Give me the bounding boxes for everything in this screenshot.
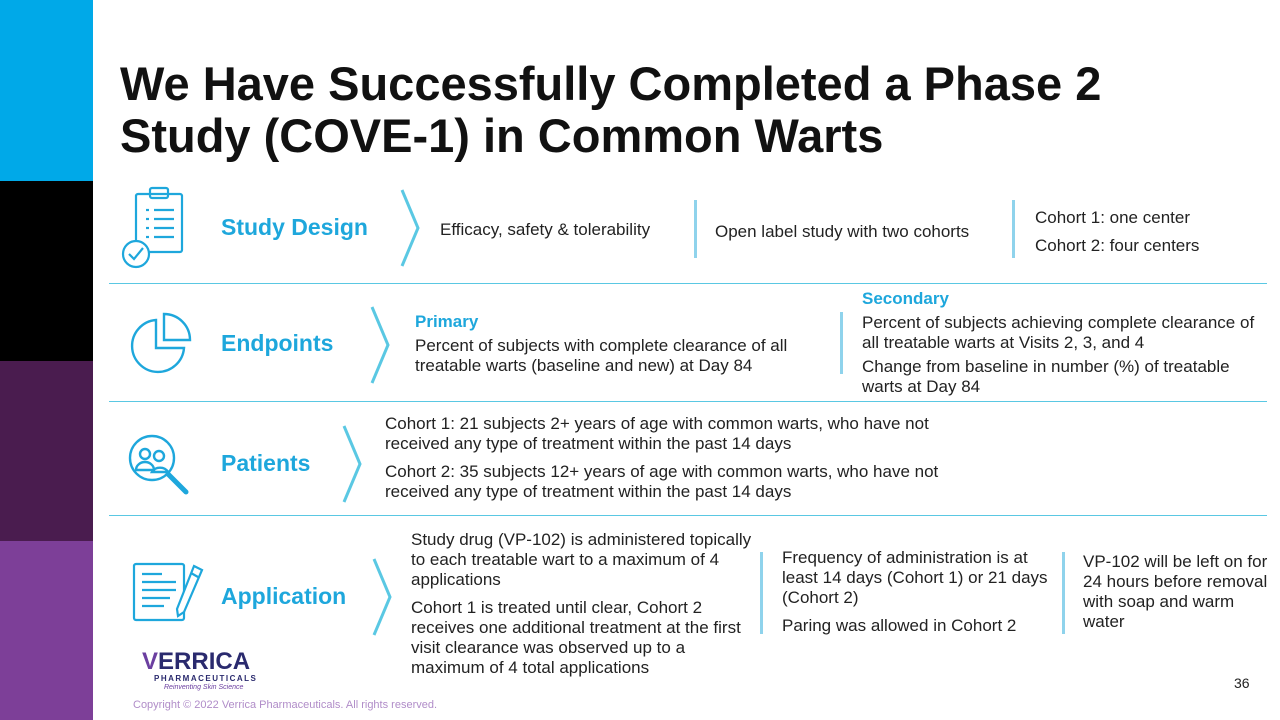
- application-frequency-text: Frequency of administration is at least …: [782, 548, 1048, 607]
- section-label-study-design: Study Design: [221, 214, 368, 240]
- column-divider: [840, 312, 843, 374]
- application-frequency: Frequency of administration is at least …: [782, 548, 1054, 636]
- patients-cohort-1-text: Cohort 1: 21 subjects 2+ years of age wi…: [385, 414, 929, 453]
- logo-wordmark: VERRICA: [142, 648, 251, 675]
- sidebar-block-purple: [0, 541, 93, 720]
- design-type-text: Open label study with two cohorts: [715, 222, 970, 241]
- application-paring-text: Paring was allowed in Cohort 2: [782, 616, 1017, 635]
- chevron-right-icon: [340, 424, 364, 504]
- application-dosing-text-1: Study drug (VP-102) is administered topi…: [411, 530, 752, 589]
- logo-subline: PHARMACEUTICALS: [154, 674, 258, 683]
- application-removal-text: VP-102 will be left on for 24 hours befo…: [1083, 552, 1268, 631]
- section-label-application: Application: [221, 583, 347, 609]
- row-divider: [109, 515, 1267, 516]
- secondary-heading: Secondary: [862, 289, 949, 308]
- application-dosing-text-2: Cohort 1 is treated until clear, Cohort …: [411, 598, 741, 677]
- patients-cohort-2-text: Cohort 2: 35 subjects 12+ years of age w…: [385, 462, 939, 501]
- logo-tagline: Reinventing Skin Science: [164, 684, 244, 691]
- patients-cohorts: Cohort 1: 21 subjects 2+ years of age wi…: [385, 414, 975, 502]
- pie-chart-icon: [128, 312, 192, 376]
- sidebar-block-blue: [0, 0, 93, 181]
- slide-title: We Have Successfully Completed a Phase 2…: [120, 57, 1102, 162]
- verrica-logo: VERRICA PHARMACEUTICALS Reinventing Skin…: [134, 640, 258, 694]
- primary-heading: Primary: [415, 312, 479, 331]
- sidebar-block-plum: [0, 361, 93, 541]
- column-divider: [1012, 200, 1015, 258]
- people-search-icon: [126, 432, 192, 498]
- clipboard-check-icon: [118, 186, 188, 270]
- chevron-right-icon: [398, 188, 422, 268]
- copyright-notice: Copyright © 2022 Verrica Pharmaceuticals…: [133, 699, 438, 711]
- application-dosing: Study drug (VP-102) is administered topi…: [411, 530, 756, 678]
- sidebar-block-black: [0, 181, 93, 361]
- design-cohorts: Cohort 1: one center Cohort 2: four cent…: [1035, 208, 1265, 256]
- document-pen-icon: [132, 560, 204, 624]
- page-number: 36: [1234, 675, 1250, 691]
- secondary-endpoint-text-1: Percent of subjects achieving complete c…: [862, 313, 1255, 352]
- column-divider: [1062, 552, 1065, 634]
- column-divider: [694, 200, 697, 258]
- primary-endpoint: Primary Percent of subjects with complet…: [415, 312, 825, 376]
- sidebar-stripe: [0, 0, 93, 720]
- design-objective-text: Efficacy, safety & tolerability: [440, 220, 651, 239]
- chevron-right-icon: [368, 305, 392, 385]
- chevron-right-icon: [370, 557, 394, 637]
- section-label-endpoints: Endpoints: [221, 330, 334, 356]
- primary-endpoint-text: Percent of subjects with complete cleara…: [415, 336, 788, 375]
- column-divider: [760, 552, 763, 634]
- design-cohort-1-text: Cohort 1: one center: [1035, 208, 1190, 227]
- row-divider: [109, 283, 1267, 284]
- design-cohort-2-text: Cohort 2: four centers: [1035, 236, 1200, 255]
- secondary-endpoint-text-2: Change from baseline in number (%) of tr…: [862, 357, 1230, 396]
- row-divider: [109, 401, 1267, 402]
- section-label-patients: Patients: [221, 450, 311, 476]
- secondary-endpoint: Secondary Percent of subjects achieving …: [862, 289, 1268, 397]
